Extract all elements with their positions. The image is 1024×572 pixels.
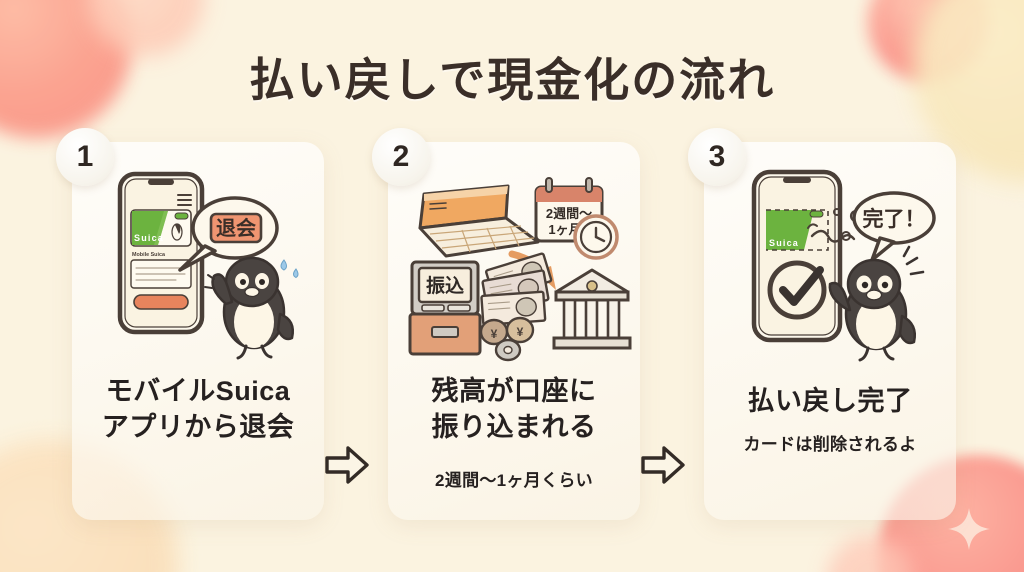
step-2-subcaption: 2週間〜1ヶ月くらい [435,471,593,490]
svg-text:Suica: Suica [769,238,799,248]
step-1-caption: モバイルSuica アプリから退会 [72,374,324,445]
step-3-subcaption: カードは削除されるよ [743,435,917,454]
svg-text:Suica: Suica [134,233,164,243]
step-2-illustration: 2週間〜 1ヶ月 振込 [408,177,632,362]
calendar-line2: 1ヶ月 [548,222,581,237]
step-card-2[interactable]: 2 [372,128,640,520]
coins-icon: ¥ ¥ [479,316,535,362]
step-3-illustration: Suica 完了！ [751,169,936,362]
step-2-caption-line2: 振り込まれる [431,411,597,442]
atm-screen-label: 振込 [426,274,464,297]
step-number-badge-1: 1 [56,128,114,186]
arrow-step2-to-step3-icon [641,446,685,484]
steps-row: 1 Suica Mobile Suica [0,128,1024,522]
step-1-caption-line1: モバイルSuica [105,376,291,406]
step-1-illustration: Suica Mobile Suica 退会 [117,171,299,360]
step-1-caption-line2: アプリから退会 [101,411,295,442]
svg-text:Mobile Suica: Mobile Suica [132,252,166,258]
step-card-3[interactable]: 3 Suica 完了！ [688,128,956,520]
step-2-caption: 残高が口座に 振り込まれる [388,374,640,445]
clock-icon [573,214,619,260]
banknotes-icon [480,252,553,326]
step-3-bubble-text: 完了！ [863,207,926,231]
atm-icon: 振込 [408,260,482,356]
svg-text:¥: ¥ [491,327,498,341]
step-3-caption-line1: 払い戻し完了 [747,386,913,416]
step-2-caption-line1: 残高が口座に [431,376,597,406]
svg-text:退会: 退会 [216,216,256,240]
step-3-caption: 払い戻し完了 [704,384,956,420]
step-number-badge-2: 2 [372,128,430,186]
calendar-line1: 2週間〜 [546,206,592,221]
step-card-1[interactable]: 1 Suica Mobile Suica [56,128,324,520]
bank-building-icon [552,268,632,350]
step-number-badge-3: 3 [688,128,746,186]
passbook-icon [418,184,540,258]
svg-text:¥: ¥ [517,325,524,339]
page-title: 払い戻しで現金化の流れ [248,54,776,106]
sparkle-icon [948,508,990,550]
arrow-step1-to-step2-icon [325,446,369,484]
